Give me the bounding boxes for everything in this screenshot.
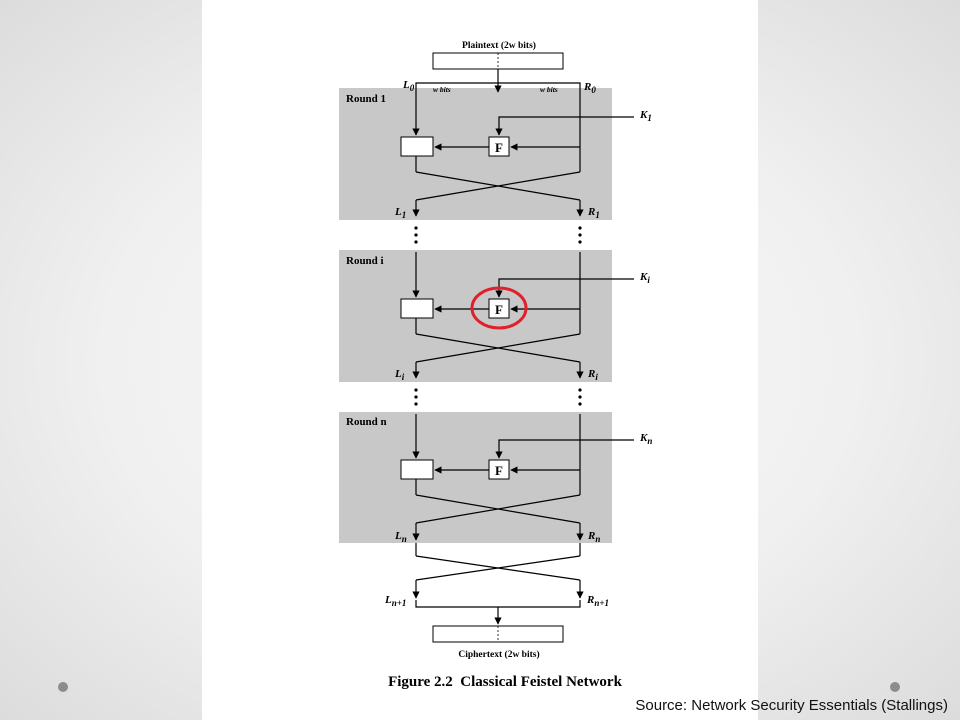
round-i-title: Round i — [346, 255, 384, 267]
round-1-panel — [339, 88, 612, 220]
svg-text:Ln+1: Ln+1 — [384, 594, 406, 608]
svg-text:Ri: Ri — [587, 368, 598, 382]
round-i-xor-box — [400, 298, 434, 319]
svg-text:R1: R1 — [587, 206, 600, 220]
svg-text:K1: K1 — [639, 109, 652, 123]
ellipsis-dots-2 — [414, 388, 582, 406]
right-slide-dot — [890, 682, 900, 692]
w-bits-left: w bits — [433, 85, 451, 94]
round-1-xor-box — [400, 136, 434, 157]
round-1-left-out: L — [394, 206, 402, 218]
ciphertext-label: Ciphertext (2w bits) — [458, 649, 539, 660]
l0-label: L — [402, 79, 410, 91]
round-1-key: K — [639, 109, 648, 121]
w-bits-right: w bits — [540, 85, 558, 94]
round-n-f-label: F — [495, 463, 503, 478]
round-n-key: K — [639, 432, 648, 444]
round-1-title: Round 1 — [346, 93, 386, 105]
svg-text:Rn: Rn — [587, 530, 600, 544]
svg-text:Rn+1: Rn+1 — [586, 594, 609, 608]
round-1-right-out: R — [587, 206, 595, 218]
svg-text:L0: L0 — [402, 79, 415, 93]
figure-caption: Figure 2.2 Classical Feistel Network — [388, 674, 623, 690]
source-caption: Source: Network Security Essentials (Sta… — [635, 697, 948, 714]
plaintext-label: Plaintext (2w bits) — [462, 40, 536, 51]
round-1-f-label: F — [495, 140, 503, 155]
svg-text:L1: L1 — [394, 206, 406, 220]
f-function-highlight-circle — [470, 286, 528, 330]
svg-text:Li: Li — [394, 368, 405, 382]
round-n-left-out: L — [394, 530, 402, 542]
final-right-label: R — [586, 594, 594, 606]
round-i-f-label: F — [495, 302, 503, 317]
round-i-right-out: R — [587, 368, 595, 380]
round-i-key: K — [639, 271, 648, 283]
round-i-left-out: L — [394, 368, 402, 380]
r0-label: R — [583, 81, 591, 93]
round-n-panel — [339, 412, 612, 543]
svg-text:Kn: Kn — [639, 432, 652, 446]
final-left-label: L — [384, 594, 392, 606]
round-n-xor-box — [400, 459, 434, 480]
svg-text:Ln: Ln — [394, 530, 407, 544]
round-n-title: Round n — [346, 416, 387, 428]
round-n-right-out: R — [587, 530, 595, 542]
left-slide-dot — [58, 682, 68, 692]
svg-text:R0: R0 — [583, 81, 596, 95]
ellipsis-dots-1 — [414, 226, 582, 244]
svg-text:Ki: Ki — [639, 271, 650, 285]
